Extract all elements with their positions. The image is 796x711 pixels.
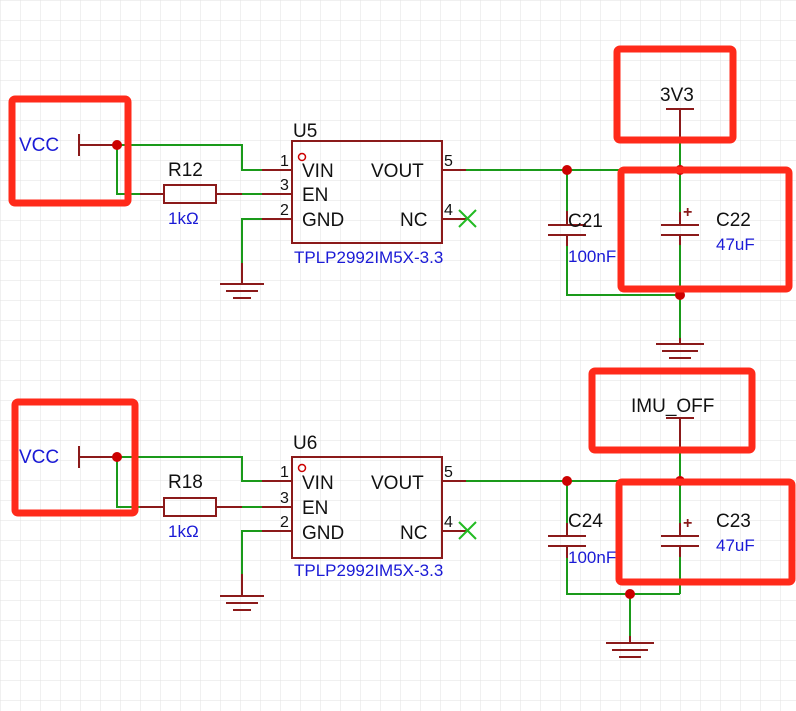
capacitor-ref: C23 xyxy=(716,511,751,532)
wire-vcc-resistor-top xyxy=(116,145,140,195)
ground-icon xyxy=(220,574,264,611)
highlight-vcc-top xyxy=(8,95,132,207)
capacitor-value: 47uF xyxy=(716,536,755,555)
capacitor-c23[interactable]: + C23 47uF xyxy=(661,511,755,557)
resistor-value: 1kΩ xyxy=(168,522,199,541)
pin-number: 3 xyxy=(280,177,289,194)
pin1-marker xyxy=(297,152,307,162)
junction xyxy=(562,165,572,175)
wire-gnd-top xyxy=(241,218,262,263)
pin-name: GND xyxy=(302,210,344,231)
pin-name: NC xyxy=(400,523,427,544)
no-connect-icon xyxy=(458,521,477,540)
regulator-part: TPLP2992IM5X-3.3 xyxy=(294,561,443,580)
highlight-c23 xyxy=(615,478,796,586)
wire-vcc-vin-top xyxy=(117,144,262,171)
pin-number: 4 xyxy=(444,202,453,219)
junction xyxy=(112,452,122,462)
circuit-top: VCC R12 1kΩ xyxy=(19,85,755,359)
pin-name: EN xyxy=(302,498,328,519)
resistor-r18[interactable]: R18 1kΩ xyxy=(140,472,242,541)
capacitor-ref: C21 xyxy=(568,211,603,232)
regulator-u5[interactable]: U5 1 3 2 5 4 VIN EN GND VOUT NC TPLP2992… xyxy=(262,121,477,267)
capacitor-ref: C24 xyxy=(568,511,603,532)
pin-number: 3 xyxy=(280,490,289,507)
highlight-imu-off xyxy=(588,367,756,454)
capacitor-c22[interactable]: + C22 47uF xyxy=(661,204,755,254)
pin-number: 5 xyxy=(444,153,453,170)
pin-number: 5 xyxy=(444,464,453,481)
vcc-symbol-bottom[interactable]: VCC xyxy=(19,446,117,468)
pin-number: 4 xyxy=(444,514,453,531)
net-label-3v3[interactable]: 3V3 xyxy=(660,85,694,140)
regulator-ref: U5 xyxy=(293,121,317,142)
no-connect-icon xyxy=(458,209,477,228)
pin-number: 2 xyxy=(280,514,289,531)
pin-number: 1 xyxy=(280,153,289,170)
junction xyxy=(562,476,572,486)
resistor-r12[interactable]: R12 1kΩ xyxy=(140,160,242,228)
pin-name: VOUT xyxy=(371,473,424,494)
capacitor-value: 47uF xyxy=(716,235,755,254)
capacitor-c24[interactable]: C24 100nF xyxy=(548,511,616,567)
pin-name: GND xyxy=(302,523,344,544)
vcc-label: VCC xyxy=(19,447,59,468)
wire-gnd-bottom xyxy=(241,530,262,574)
ground-icon xyxy=(656,338,704,359)
highlight-c22 xyxy=(617,166,793,293)
resistor-ref: R18 xyxy=(168,472,203,493)
net-label-text: IMU_OFF xyxy=(631,396,714,417)
highlight-vcc-bottom xyxy=(11,398,139,517)
capacitor-c21[interactable]: C21 100nF xyxy=(548,211,616,266)
pin-number: 1 xyxy=(280,464,289,481)
net-label-text: 3V3 xyxy=(660,85,694,106)
wire-vcc-vin-bottom xyxy=(117,456,262,482)
ground-icon xyxy=(606,636,654,658)
pin-name: VIN xyxy=(302,473,334,494)
pin-name: EN xyxy=(302,185,328,206)
junction xyxy=(112,140,122,150)
highlight-3v3 xyxy=(613,45,737,144)
vcc-label: VCC xyxy=(19,135,59,156)
resistor-value: 1kΩ xyxy=(168,209,199,228)
ground-icon xyxy=(220,263,264,299)
capacitor-value: 100nF xyxy=(568,247,616,266)
pin1-marker xyxy=(297,463,307,473)
pin-number: 2 xyxy=(280,202,289,219)
pin-name: VIN xyxy=(302,161,334,182)
capacitor-value: 100nF xyxy=(568,548,616,567)
polarity-plus-icon: + xyxy=(683,204,692,221)
regulator-ref: U6 xyxy=(293,433,317,454)
resistor-ref: R12 xyxy=(168,160,203,181)
net-label-imu-off[interactable]: IMU_OFF xyxy=(631,396,714,450)
polarity-plus-icon: + xyxy=(683,515,692,532)
pin-name: NC xyxy=(400,210,427,231)
circuit-bottom: VCC R18 1kΩ U6 xyxy=(19,396,755,658)
vcc-symbol-top[interactable]: VCC xyxy=(19,134,117,156)
junction xyxy=(625,589,635,599)
regulator-part: TPLP2992IM5X-3.3 xyxy=(294,248,443,267)
highlight-annotations xyxy=(8,45,796,586)
pin-name: VOUT xyxy=(371,161,424,182)
regulator-u6[interactable]: U6 1 3 2 5 4 VIN EN GND VOUT NC TPLP2992… xyxy=(262,433,477,580)
capacitor-ref: C22 xyxy=(716,210,751,231)
wire-c21-bottom xyxy=(566,246,680,296)
wire-c24-bottom xyxy=(566,558,680,595)
